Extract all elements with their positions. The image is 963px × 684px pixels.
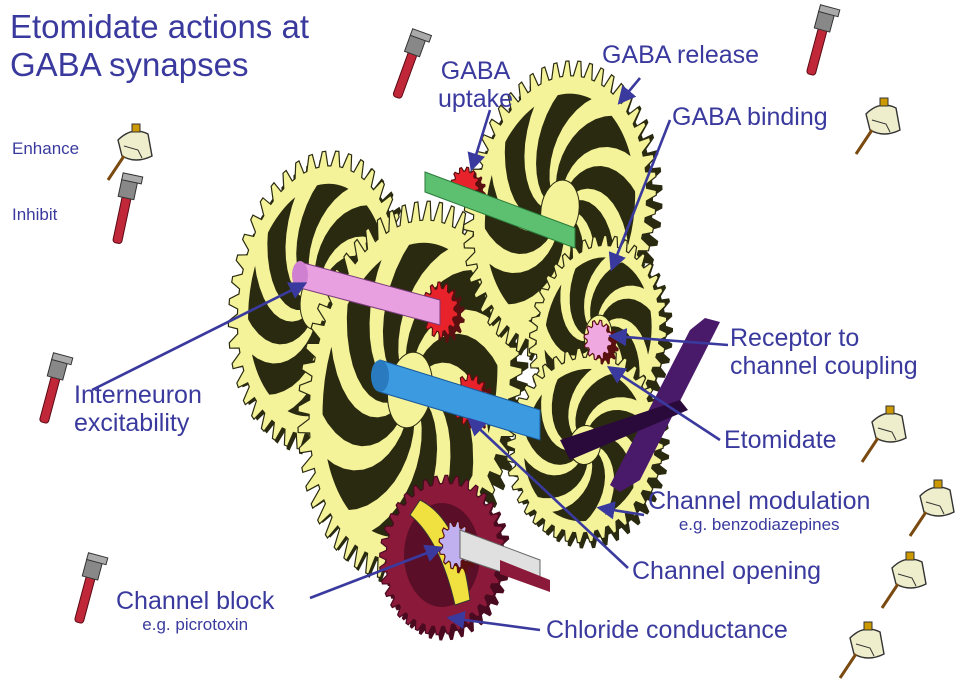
channel-modulation-line-2: e.g. benzodiazepines	[648, 516, 870, 535]
channel-opening-icon	[882, 552, 926, 608]
gaba-release-icon	[802, 5, 839, 78]
chloride-conductance-icon	[840, 622, 884, 678]
legend-inhibit-label: Inhibit	[12, 206, 57, 225]
inhibit-legend-icon	[109, 173, 143, 246]
channel-block-icon	[70, 553, 107, 626]
channel-modulation-line-1: Channel modulation	[648, 488, 870, 516]
gaba-uptake-line-1: GABA	[438, 58, 513, 86]
etomidate-label: Etomidate	[724, 427, 837, 455]
receptor-coupling-label: Receptor to channel coupling	[730, 325, 918, 380]
gaba-uptake-label: GABA uptake	[438, 58, 513, 113]
interneuron-label: Interneuron excitability	[74, 382, 202, 437]
channel-block-line-1: Channel block	[116, 588, 274, 616]
enhance-legend-icon	[108, 124, 152, 180]
interneuron-line-1: Interneuron	[74, 382, 202, 410]
gaba-uptake-icon	[389, 29, 432, 102]
channel-opening-label: Channel opening	[632, 558, 821, 586]
gaba-binding-icon	[856, 98, 900, 154]
title-line-2: GABA synapses	[10, 46, 309, 84]
legend-enhance-label: Enhance	[12, 140, 79, 159]
interneuron-icon	[35, 353, 72, 426]
channel-block-label: Channel block e.g. picrotoxin	[116, 588, 274, 634]
channel-block-line-2: e.g. picrotoxin	[116, 616, 274, 635]
page-title: Etomidate actions at GABA synapses	[10, 8, 309, 84]
channel-opening-shaft-cap	[371, 360, 389, 392]
channel-modulation-label: Channel modulation e.g. benzodiazepines	[648, 488, 870, 534]
interneuron-line-2: excitability	[74, 410, 202, 438]
title-line-1: Etomidate actions at	[10, 8, 309, 46]
etomidate-icon	[862, 406, 906, 462]
channel-modulation-icon	[910, 480, 954, 536]
receptor-coupling-line-1: Receptor to	[730, 325, 918, 353]
receptor-coupling-line-2: channel coupling	[730, 353, 918, 381]
gaba-uptake-line-2: uptake	[438, 86, 513, 114]
gaba-binding-label: GABA binding	[672, 104, 828, 132]
chloride-conductance-label: Chloride conductance	[546, 617, 788, 645]
gaba-release-label: GABA release	[602, 42, 759, 70]
